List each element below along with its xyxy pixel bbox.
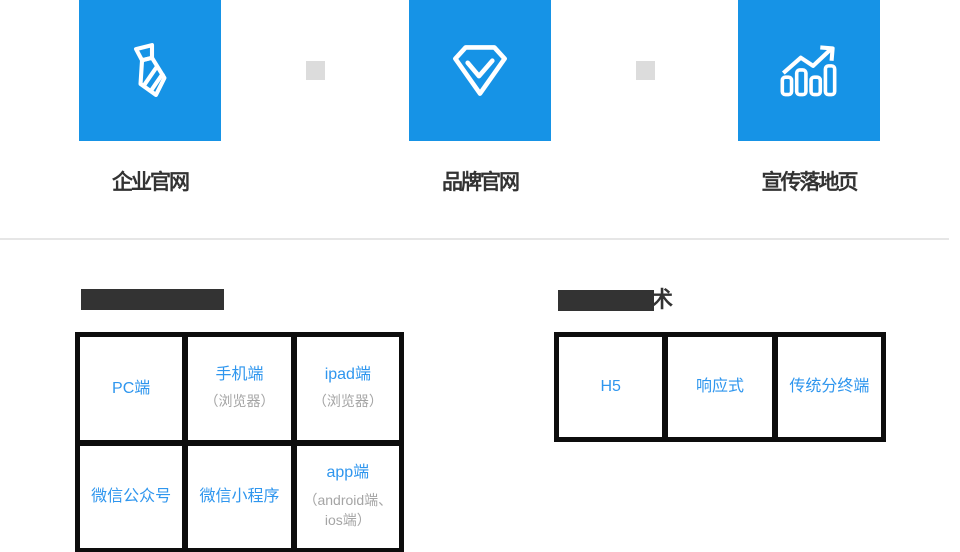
service-label-corporate-site: 企业官网 [112, 171, 190, 194]
diamond-icon [441, 32, 519, 110]
devices-grid: PC端 手机端 （浏览器） ipad端 （浏览器） 微信公众号 微信小程序 ap… [75, 332, 404, 552]
device-cell-title: 手机端 [215, 366, 264, 383]
service-tile-brand-site[interactable] [409, 0, 551, 141]
tech-heading: 术 [558, 287, 673, 312]
tech-cell-title: 传统分终端 [789, 378, 870, 396]
devices-heading-collapsed-bar [81, 289, 224, 310]
tech-cell-responsive: 响应式 [668, 337, 772, 437]
device-cell-ipad: ipad端 （浏览器） [296, 337, 399, 440]
device-cell-title: app端 [326, 464, 370, 482]
device-cell-pc: PC端 [80, 337, 183, 440]
device-cell-subtitle: （浏览器） [204, 393, 275, 410]
tie-icon [111, 32, 189, 110]
device-cell-wechat-miniprogram: 微信小程序 [188, 445, 291, 548]
device-cell-app: app端 （android端、ios端） [296, 445, 399, 548]
device-cell-subtitle: （android端、ios端） [303, 491, 393, 528]
service-tile-corporate-site[interactable] [79, 0, 221, 141]
service-label-brand-site: 品牌官网 [442, 171, 520, 194]
tech-cell-title: H5 [600, 378, 621, 396]
service-label-landing-page: 宣传落地页 [761, 171, 859, 194]
rising-chart-icon [770, 32, 848, 110]
section-divider [0, 238, 949, 240]
device-cell-wechat-official: 微信公众号 [80, 445, 183, 548]
tech-cell-title: 响应式 [695, 378, 744, 396]
tech-heading-visible-char: 术 [651, 287, 673, 312]
device-cell-title: ipad端 [324, 366, 371, 383]
device-cell-title: 微信小程序 [199, 488, 280, 506]
tech-cell-h5: H5 [559, 337, 663, 437]
tech-grid: H5 响应式 传统分终端 [554, 332, 886, 442]
service-tile-landing-page[interactable] [738, 0, 880, 141]
tech-heading-collapsed-bar [558, 290, 654, 311]
tile-separator-square [306, 61, 325, 80]
device-cell-mobile: 手机端 （浏览器） [188, 337, 291, 440]
device-cell-title: 微信公众号 [91, 488, 172, 506]
device-cell-title: PC端 [112, 379, 151, 397]
device-cell-subtitle: （浏览器） [312, 393, 383, 410]
tech-cell-separate-terminals: 传统分终端 [777, 337, 881, 437]
tile-separator-square [636, 61, 655, 80]
